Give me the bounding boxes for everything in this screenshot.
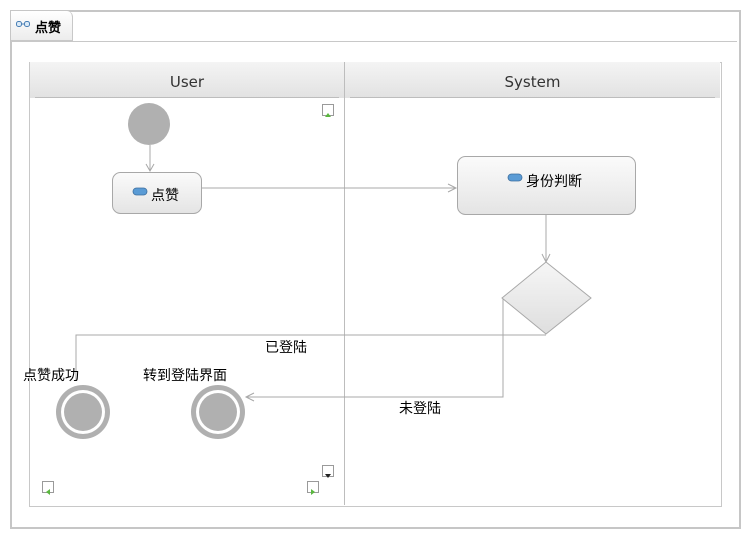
arrowhead <box>145 163 155 173</box>
triangle-down-icon <box>325 474 331 478</box>
action-identity-check[interactable] <box>457 156 636 215</box>
edge-not-logged-in-label: 未登陆 <box>399 401 441 417</box>
triangle-up-icon <box>325 113 331 117</box>
lane-rule-system <box>350 97 715 98</box>
scroll-left-button[interactable] <box>42 481 54 495</box>
lane-title-user: User <box>169 73 205 91</box>
activity-diagram-icon <box>16 21 30 27</box>
action-like-label: 点赞 <box>151 188 179 204</box>
triangle-left-icon <box>46 489 50 495</box>
action-icon <box>507 173 523 182</box>
scroll-right-button[interactable] <box>307 481 319 495</box>
action-identity-check-label: 身份判断 <box>526 174 582 190</box>
arrowhead <box>244 392 255 402</box>
tab-diagram[interactable]: 点赞 <box>11 11 73 41</box>
edge-logged-in-label: 已登陆 <box>265 340 307 356</box>
initial-node[interactable] <box>128 103 170 145</box>
lane-rule-user <box>35 97 339 98</box>
arrowhead <box>447 183 458 193</box>
action-like[interactable] <box>112 172 202 214</box>
final-login-label: 转到登陆界面 <box>143 368 227 384</box>
scroll-up-button[interactable] <box>322 104 334 117</box>
lane-title-system: System <box>504 73 561 91</box>
scroll-down-button[interactable] <box>322 465 334 478</box>
final-success-label: 点赞成功 <box>23 368 79 384</box>
tab-title: 点赞 <box>35 21 62 36</box>
triangle-right-icon <box>311 489 315 495</box>
decision-node[interactable] <box>501 261 592 335</box>
lane-divider <box>344 62 345 505</box>
lane-header-system <box>345 62 720 98</box>
lane-header-user <box>30 62 344 98</box>
tab-divider <box>11 41 737 42</box>
action-icon <box>132 187 148 196</box>
edge-not-logged-in[interactable] <box>247 298 504 398</box>
edge-logged-in[interactable] <box>75 334 546 381</box>
